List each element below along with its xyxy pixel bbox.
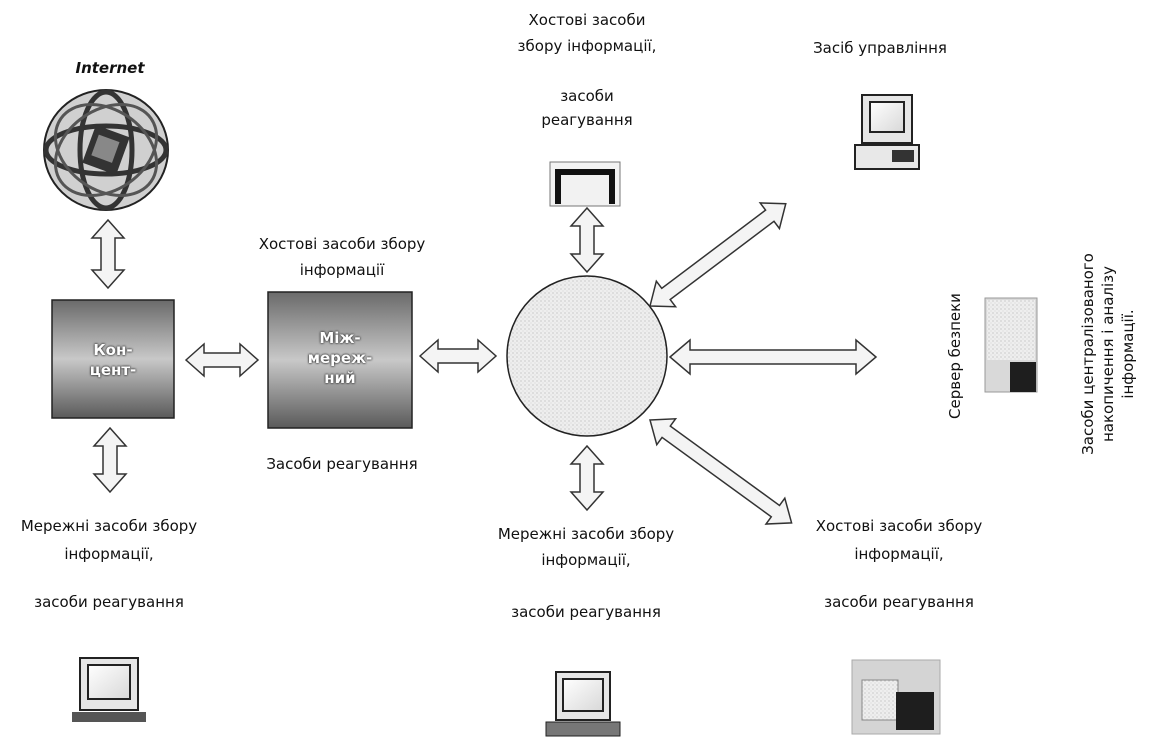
- bottom-right-line2: інформації,: [854, 545, 944, 563]
- bottom-left-line3: засоби реагування: [34, 593, 184, 611]
- printer-icon: [549, 161, 621, 207]
- internet-label: Internet: [75, 59, 145, 77]
- globe-icon: [43, 89, 169, 211]
- security-caption-line2: накопичення і аналізу: [1099, 265, 1117, 443]
- tower-server-icon: [984, 297, 1038, 393]
- host-workstation-icon: [851, 659, 941, 735]
- arrow-concentrator-firewall: [184, 342, 260, 378]
- security-caption-line3: інформації.: [1119, 309, 1137, 399]
- security-server-caption: Засоби централізованого накопичення і ан…: [1078, 224, 1138, 484]
- arrow-hub-bottom-right: [649, 417, 793, 525]
- firewall-label-line3: ний: [324, 369, 356, 387]
- concentrator-label: Кон- цент-: [52, 340, 174, 380]
- bottom-center-caption: Мережні засоби збору інформації, засоби …: [476, 524, 696, 622]
- top-host-caption: Хостові засоби збору інформації, засоби …: [487, 10, 687, 130]
- arrow-hub-server: [668, 338, 878, 376]
- top-host-line1: Хостові засоби: [528, 11, 646, 29]
- firewall-top-line2: інформації: [299, 261, 385, 279]
- firewall-label-line1: Між-: [319, 329, 361, 347]
- bottom-left-line2: інформації,: [64, 545, 154, 563]
- concentrator-box: [51, 299, 175, 419]
- arrow-internet-concentrator: [90, 218, 126, 290]
- concentrator-label-line2: цент-: [89, 361, 137, 379]
- firewall-label: Між- мереж- ний: [268, 328, 412, 388]
- security-caption-line1: Засоби централізованого: [1079, 253, 1097, 455]
- bottom-center-line3: засоби реагування: [511, 603, 661, 621]
- server-icon: [545, 671, 621, 737]
- firewall-label-line2: мереж-: [307, 349, 373, 367]
- top-host-line2: збору інформації,: [517, 37, 657, 55]
- firewall-bottom-caption: Засоби реагування: [266, 455, 418, 473]
- concentrator-label-line1: Кон-: [93, 341, 133, 359]
- arrow-hub-bottom: [569, 444, 605, 512]
- arrow-concentrator-bottom: [92, 426, 128, 494]
- arrow-hub-management: [649, 202, 787, 308]
- bottom-left-caption: Мережні засоби збору інформації, засоби …: [4, 516, 214, 612]
- computer-icon: [854, 94, 920, 170]
- bottom-left-line1: Мережні засоби збору: [20, 517, 198, 535]
- arrow-firewall-hub: [418, 338, 498, 374]
- firewall-box: [267, 291, 413, 429]
- top-host-line3: засоби: [560, 87, 614, 105]
- security-server-label: Сервер безпеки: [946, 293, 964, 419]
- bottom-right-line3: засоби реагування: [824, 593, 974, 611]
- bottom-center-line1: Мережні засоби збору: [497, 525, 675, 543]
- management-caption: Засіб управління: [813, 39, 947, 57]
- bottom-right-caption: Хостові засоби збору інформації, засоби …: [794, 516, 1004, 612]
- top-host-line4: реагування: [541, 111, 633, 129]
- monitor-icon: [72, 657, 146, 722]
- network-hub-circle: [506, 275, 668, 437]
- bottom-center-line2: інформації,: [541, 551, 631, 569]
- firewall-top-caption: Хостові засоби збору інформації: [232, 234, 452, 280]
- bottom-right-line1: Хостові засоби збору: [815, 517, 983, 535]
- firewall-top-line1: Хостові засоби збору: [258, 235, 426, 253]
- arrow-top-hub: [569, 206, 605, 274]
